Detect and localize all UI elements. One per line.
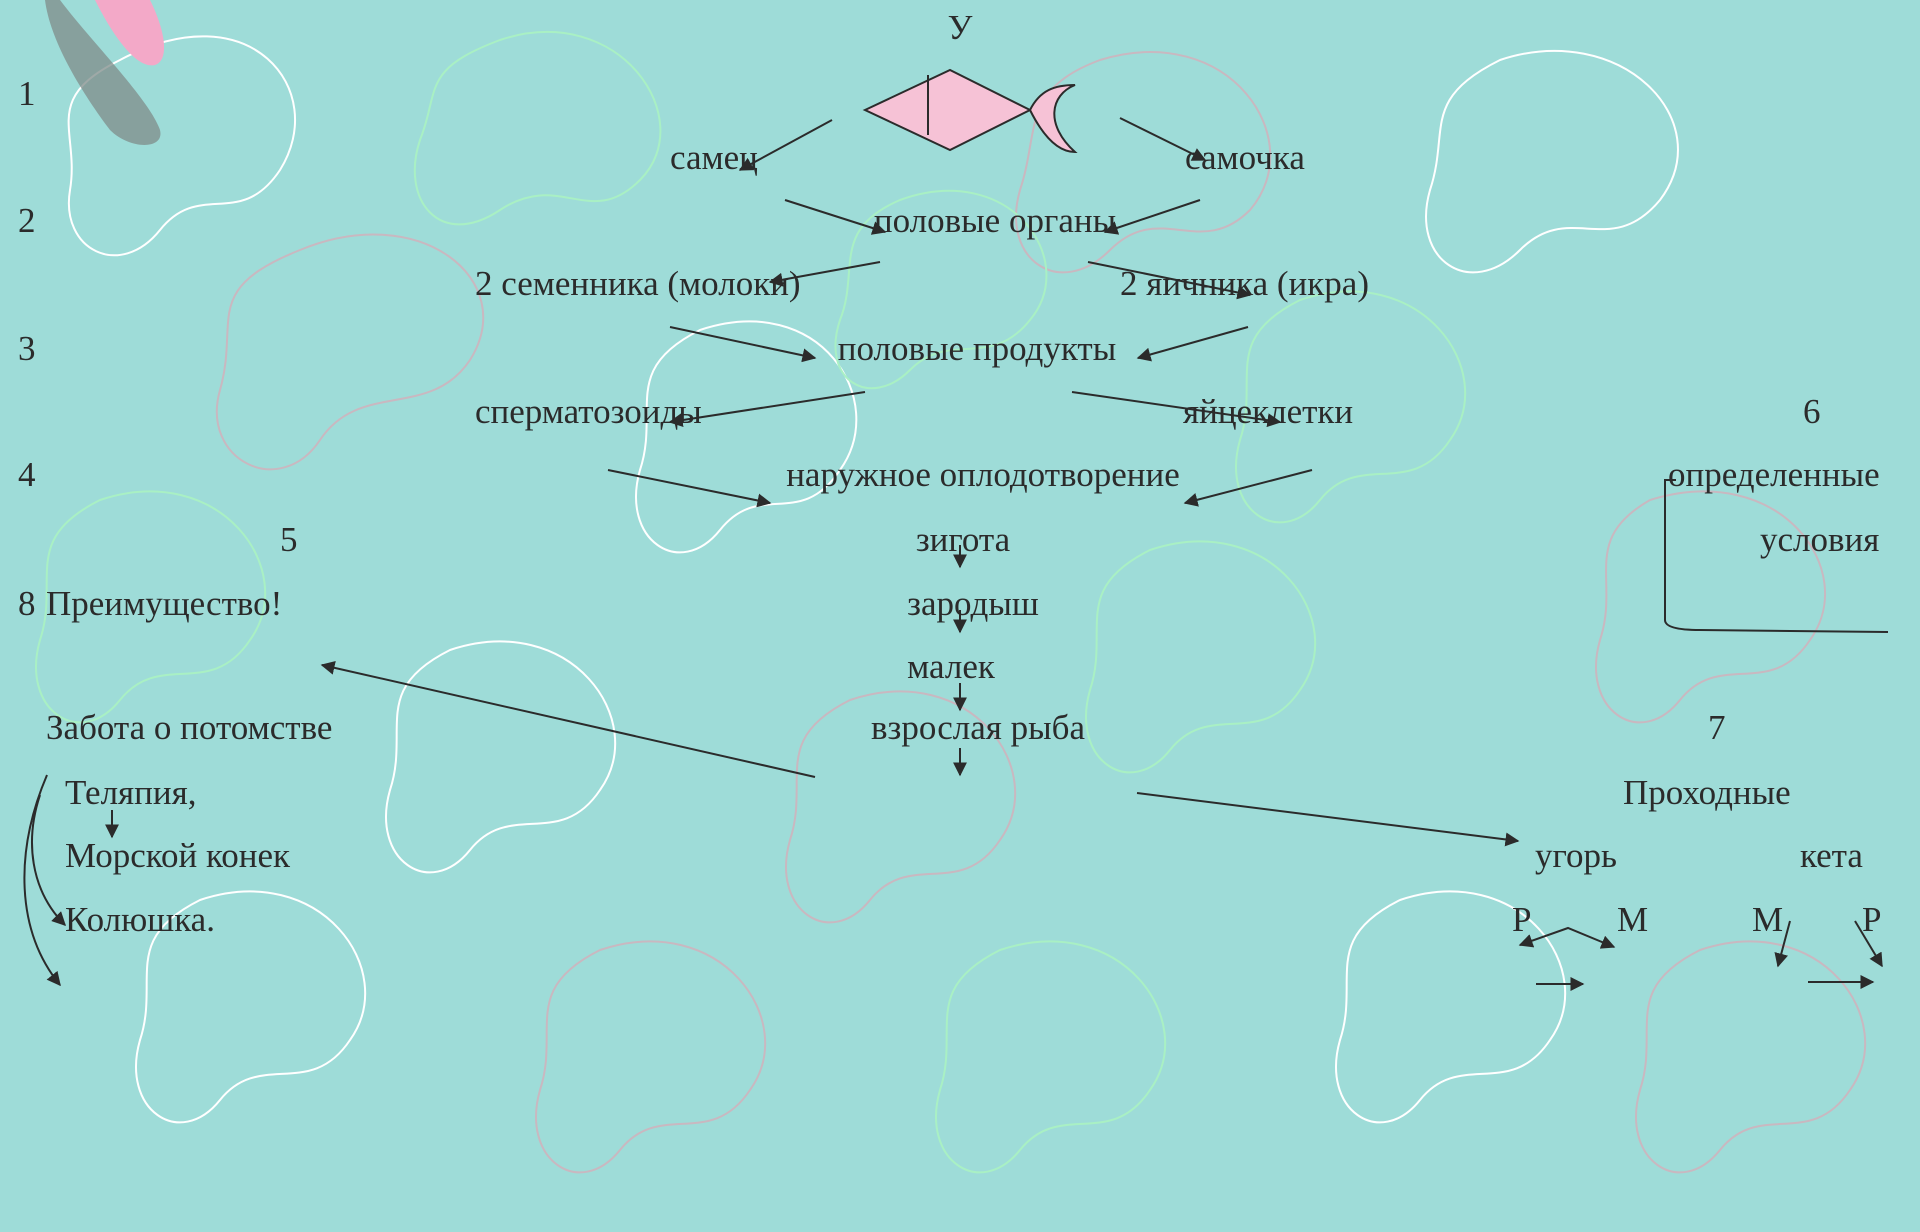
label-sex-organs: половые органы xyxy=(874,201,1116,241)
row-number-8: 8 xyxy=(18,584,36,624)
label-fry: малек xyxy=(907,647,995,687)
top-letter: У xyxy=(948,8,973,48)
row-number-3: 3 xyxy=(18,329,36,369)
label-eggs: яйцеклетки xyxy=(1183,392,1353,432)
label-eel-m: М xyxy=(1617,900,1648,940)
label-sex-products: половые продукты xyxy=(838,329,1116,369)
label-fertilization: наружное оплодотворение xyxy=(786,455,1180,495)
row-number-5: 5 xyxy=(280,520,298,560)
example-item-2: Морской конек xyxy=(65,836,290,876)
label-keta-m: М xyxy=(1752,900,1783,940)
label-female: самочка xyxy=(1185,138,1305,178)
row-number-1: 1 xyxy=(18,74,36,114)
label-sperm: сперматозоиды xyxy=(475,392,702,432)
example-item-3: Колюшка. xyxy=(65,900,215,940)
label-embryo: зародыш xyxy=(907,584,1039,624)
label-testes: 2 семенника (молоки) xyxy=(475,264,801,304)
label-eel-r: Р xyxy=(1512,900,1531,940)
example-item-1: Теляпия, xyxy=(65,773,196,813)
label-migratory: Проходные xyxy=(1623,773,1791,813)
label-advantage: Преимущество! xyxy=(46,584,282,624)
label-keta: кета xyxy=(1800,836,1863,876)
label-ovaries: 2 яичника (икра) xyxy=(1120,264,1369,304)
label-adult-fish: взрослая рыба xyxy=(871,708,1085,748)
fish-icon xyxy=(865,70,1075,152)
row-number-6: 6 xyxy=(1803,392,1821,432)
row-number-7: 7 xyxy=(1708,708,1726,748)
label-eel: угорь xyxy=(1535,836,1617,876)
label-zygote: зигота xyxy=(916,520,1010,560)
label-male: самец xyxy=(670,138,758,178)
row-number-4: 4 xyxy=(18,455,36,495)
label-keta-r: Р xyxy=(1862,900,1881,940)
label-conditions-line1: определенные xyxy=(1668,455,1880,495)
row-number-2: 2 xyxy=(18,201,36,241)
label-care: Забота о потомстве xyxy=(46,708,332,748)
label-conditions-line2: условия xyxy=(1760,520,1879,560)
